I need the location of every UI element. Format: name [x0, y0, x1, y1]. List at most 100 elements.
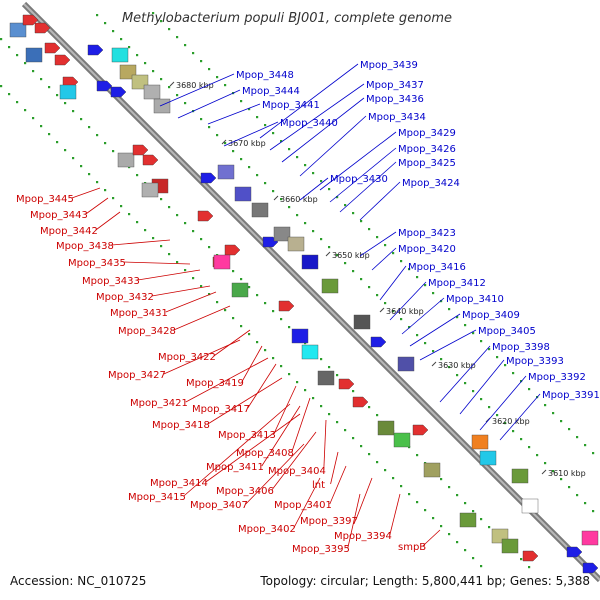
grid-dot [216, 301, 219, 304]
forward-gene-label: Mpop_3425 [398, 158, 456, 169]
grid-dot [296, 381, 299, 384]
forward-gene-label: Mpop_3405 [478, 326, 536, 337]
gene-box [397, 356, 415, 372]
grid-dot [88, 173, 91, 176]
grid-dot [240, 278, 243, 281]
forward-gene-label: Mpop_3437 [366, 80, 424, 91]
reverse-leader-line [71, 187, 101, 199]
grid-dot [336, 196, 339, 199]
forward-leader-line [359, 181, 401, 221]
grid-dot [400, 485, 403, 488]
gene-box [231, 282, 249, 298]
reverse-gene-label: Mpop_3432 [96, 292, 154, 303]
grid-dot [568, 486, 571, 489]
reverse-leader-line [323, 419, 327, 471]
grid-dot [448, 533, 451, 536]
grid-dot [280, 365, 283, 368]
forward-gene-label: Mpop_3426 [398, 144, 456, 155]
grid-dot [488, 526, 491, 529]
grid-dot [344, 429, 347, 432]
grid-dot [416, 276, 419, 279]
grid-dot [280, 318, 283, 321]
forward-leader-line [459, 359, 505, 415]
grid-dot [592, 510, 595, 513]
gene-box [59, 84, 77, 100]
gene-box [291, 328, 309, 344]
grid-dot [520, 558, 523, 561]
grid-dot [440, 358, 443, 361]
grid-dot [456, 541, 459, 544]
grid-dot [400, 318, 403, 321]
grid-dot [520, 380, 523, 383]
grid-dot [528, 446, 531, 449]
forward-leader-line [371, 247, 397, 271]
grid-dot [152, 12, 155, 15]
grid-dot [344, 204, 347, 207]
reverse-gene-label: Mpop_3443 [30, 210, 88, 221]
grid-dot [440, 478, 443, 481]
grid-dot [104, 22, 107, 25]
grid-dot [320, 358, 323, 361]
reverse-gene-label: Mpop_3419 [186, 378, 244, 389]
reverse-leader-line [261, 405, 301, 467]
grid-dot [216, 76, 219, 79]
reverse-gene-label: Mpop_3408 [236, 448, 294, 459]
grid-dot [72, 110, 75, 113]
grid-dot [0, 38, 3, 41]
forward-leader-line [223, 121, 279, 147]
grid-dot [424, 284, 427, 287]
grid-dot [352, 437, 355, 440]
grid-dot [448, 486, 451, 489]
grid-dot [120, 205, 123, 208]
tick-mark [379, 307, 385, 313]
grid-dot [176, 261, 179, 264]
grid-dot [448, 366, 451, 369]
grid-dot [480, 340, 483, 343]
reverse-gene-label: Mpop_3407 [190, 500, 248, 511]
gene-box [511, 468, 529, 484]
grid-dot [464, 502, 467, 505]
grid-dot [352, 270, 355, 273]
forward-leader-line [299, 115, 367, 177]
gene-arrow [338, 378, 355, 390]
grid-dot [304, 222, 307, 225]
grid-dot [488, 348, 491, 351]
gene-box [9, 22, 27, 38]
grid-dot [288, 148, 291, 151]
grid-dot [264, 124, 267, 127]
forward-leader-line [339, 161, 397, 213]
grid-dot [384, 302, 387, 305]
grid-dot [272, 190, 275, 193]
grid-dot [408, 326, 411, 329]
grid-dot [352, 212, 355, 215]
reverse-leader-line [111, 239, 171, 246]
forward-gene-label: Mpop_3448 [236, 70, 294, 81]
grid-dot [432, 517, 435, 520]
grid-dot [552, 470, 555, 473]
reverse-leader-line [123, 261, 191, 265]
forward-gene-label: Mpop_3392 [528, 372, 586, 383]
reverse-gene-label: Mpop_3417 [192, 404, 250, 415]
grid-dot [448, 308, 451, 311]
gene-arrow [132, 144, 149, 156]
grid-dot [424, 509, 427, 512]
reverse-leader-line [137, 269, 201, 281]
grid-dot [432, 350, 435, 353]
grid-dot [416, 334, 419, 337]
forward-leader-line [401, 297, 445, 335]
grid-dot [376, 294, 379, 297]
grid-dot [496, 356, 499, 359]
grid-dot [160, 245, 163, 248]
reverse-gene-label: Mpop_3394 [334, 531, 392, 542]
forward-gene-label: Mpop_3440 [280, 118, 338, 129]
gene-box [287, 236, 305, 252]
grid-dot [64, 102, 67, 105]
grid-dot [128, 213, 131, 216]
reverse-leader-line [245, 443, 305, 505]
grid-dot [112, 150, 115, 153]
grid-dot [208, 293, 211, 296]
reverse-gene-label: Mpop_3427 [108, 370, 166, 381]
grid-dot [520, 438, 523, 441]
grid-dot [168, 28, 171, 31]
grid-dot [296, 156, 299, 159]
